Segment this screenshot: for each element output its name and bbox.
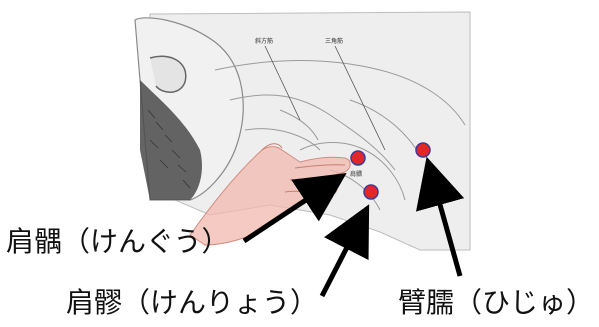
label-deltoid: 三角筋 [325,37,343,45]
label-kengu-small: 肩髃 [350,170,362,178]
label-kengu: 肩髃（けんぐう） [6,228,229,256]
label-kenryo: 肩髎（けんりょう） [66,289,318,317]
acupoint-kengu [351,151,365,165]
label-hiju: 臂臑（ひじゅ） [398,289,594,317]
acupoint-kenryo [364,185,378,199]
acupoint-hiju [416,143,430,157]
label-trapezius: 斜方筋 [255,37,273,45]
